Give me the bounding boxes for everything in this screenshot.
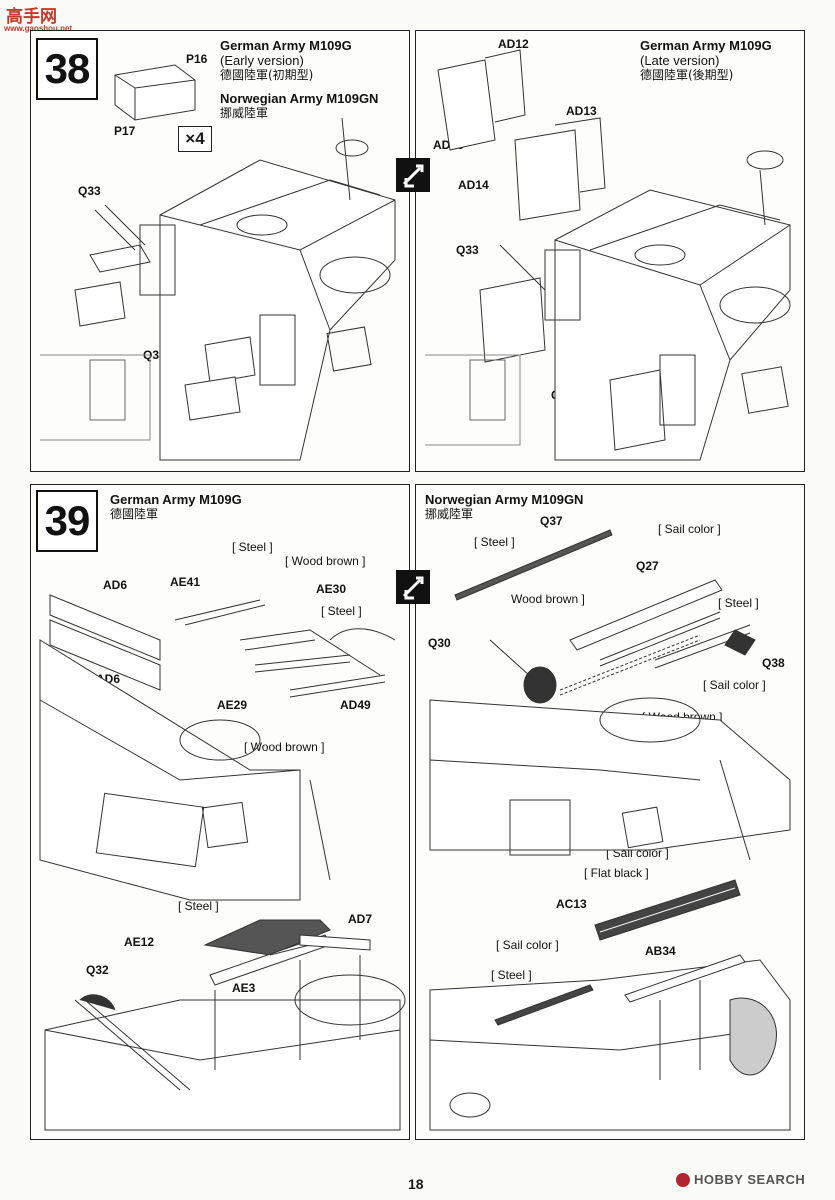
paint-flat-black: [ Flat black ] xyxy=(584,866,649,880)
label-p16: P16 xyxy=(186,52,208,66)
paint-sail-color: [ Sail color ] xyxy=(606,846,669,860)
label-q33: Q33 xyxy=(551,388,574,402)
paint-wood-brown: Wood brown ] xyxy=(511,592,585,606)
label-ad13: AD13 xyxy=(566,104,597,118)
step38-multiplier-box: ×4 xyxy=(178,126,212,152)
step39-right-title1: Norwegian Army M109GN xyxy=(425,492,584,507)
paint-steel: [ Steel ] xyxy=(718,596,759,610)
label-ae41: AE41 xyxy=(170,575,201,589)
paint-wood-brown: [ Wood brown ] xyxy=(642,710,723,724)
step38-number: 38 xyxy=(44,45,91,92)
paint-sail-color: [ Sail color ] xyxy=(658,522,721,536)
watermark-logo: 高手网 www.gaoshou.net xyxy=(4,2,76,36)
step39-left-header: German Army M109G 德國陸軍 xyxy=(110,492,242,522)
step38-right-title2: (Late version) xyxy=(640,53,720,68)
hobby-search-mark-icon xyxy=(676,1172,690,1187)
label-q38: Q38 xyxy=(762,656,785,670)
step38-left-title-cn: 德國陸軍(初期型) xyxy=(220,68,314,82)
label-ad6: AD6 xyxy=(96,672,121,686)
step38-left-title2: (Early version) xyxy=(220,53,304,68)
paint-wood-brown: [ Wood brown ] xyxy=(548,1078,629,1092)
step38-number-box: 38 xyxy=(36,38,98,100)
paint-steel: [ Steel ] xyxy=(321,604,362,618)
step39-number: 39 xyxy=(44,497,91,544)
watermark-url: www.gaoshou.net xyxy=(4,24,73,33)
label-ae3: AE3 xyxy=(232,981,256,995)
paint-steel: [ Steel ] xyxy=(178,899,219,913)
label-ae28: AE28 xyxy=(250,886,281,900)
step39-right-panel xyxy=(415,484,805,1140)
hobby-search-logo: HOBBY SEARCH xyxy=(676,1172,805,1187)
step39-left-title1: German Army M109G xyxy=(110,492,242,507)
label-ad15: AD15 xyxy=(433,138,464,152)
paint-wood-brown: [ Wood brown ] xyxy=(244,740,325,754)
page-number: 18 xyxy=(408,1176,424,1192)
step39-left-panel xyxy=(30,484,410,1140)
label-q33: Q33 xyxy=(143,348,166,362)
paint-sail-color: [ Sail color ] xyxy=(650,1105,713,1119)
step38-right-title-cn: 德國陸軍(後期型) xyxy=(640,68,734,82)
step38-right-header: German Army M109G (Late version) 德國陸軍(後期… xyxy=(640,38,772,83)
label-q33: Q33 xyxy=(78,184,101,198)
paint-steel: [ Steel ] xyxy=(466,745,507,759)
paint-steel: [ Steel ] xyxy=(232,540,273,554)
label-q37: Q37 xyxy=(540,514,563,528)
paint-wood-brown: [ Wood brown ] xyxy=(66,1092,147,1106)
step38-left-title3: Norwegian Army M109GN xyxy=(220,91,379,106)
label-ad7: AD7 xyxy=(348,912,373,926)
label-q33: Q33 xyxy=(456,243,479,257)
label-ae29: AE29 xyxy=(217,698,248,712)
step39-right-header: Norwegian Army M109GN 挪威陸軍 xyxy=(425,492,583,522)
step39-number-box: 39 xyxy=(36,490,98,552)
label-q27: Q27 xyxy=(636,559,659,573)
step38-left-title3-cn: 挪威陸軍 xyxy=(220,106,269,120)
footer-brand: HOBBY SEARCH xyxy=(694,1172,806,1187)
label-ac13: AC13 xyxy=(556,897,587,911)
label-ae30: AE30 xyxy=(316,582,347,596)
paint-sail-color: [ Sail color ] xyxy=(703,678,766,692)
label-p17: P17 xyxy=(114,124,136,138)
paint-steel: [ Steel ] xyxy=(474,535,515,549)
paint-sail-color: [ Sail color ] xyxy=(496,938,559,952)
step39-left-title-cn: 德國陸軍 xyxy=(110,507,159,521)
step38-multiplier: ×4 xyxy=(185,129,205,148)
label-ad14: AD14 xyxy=(458,178,489,192)
step38-left-header: German Army M109G (Early version) 德國陸軍(初… xyxy=(220,38,378,121)
label-ad6: AD6 xyxy=(103,578,128,592)
paint-steel: [ Steel ] xyxy=(491,968,532,982)
label-q30: Q30 xyxy=(428,636,451,650)
label-ad12: AD12 xyxy=(498,37,529,51)
label-q32: Q32 xyxy=(86,963,109,977)
step38-right-title1: German Army M109G xyxy=(640,38,772,53)
step39-right-title-cn: 挪威陸軍 xyxy=(425,507,474,521)
step38-left-title1: German Army M109G xyxy=(220,38,352,53)
label-ad49: AD49 xyxy=(340,698,371,712)
label-ab34: AB34 xyxy=(645,944,676,958)
watermark-chars: 高手网 xyxy=(6,7,57,27)
paint-wood-brown: [ Wood brown ] xyxy=(285,554,366,568)
label-ae12: AE12 xyxy=(124,935,155,949)
label-q14: Q14 xyxy=(459,989,482,1003)
